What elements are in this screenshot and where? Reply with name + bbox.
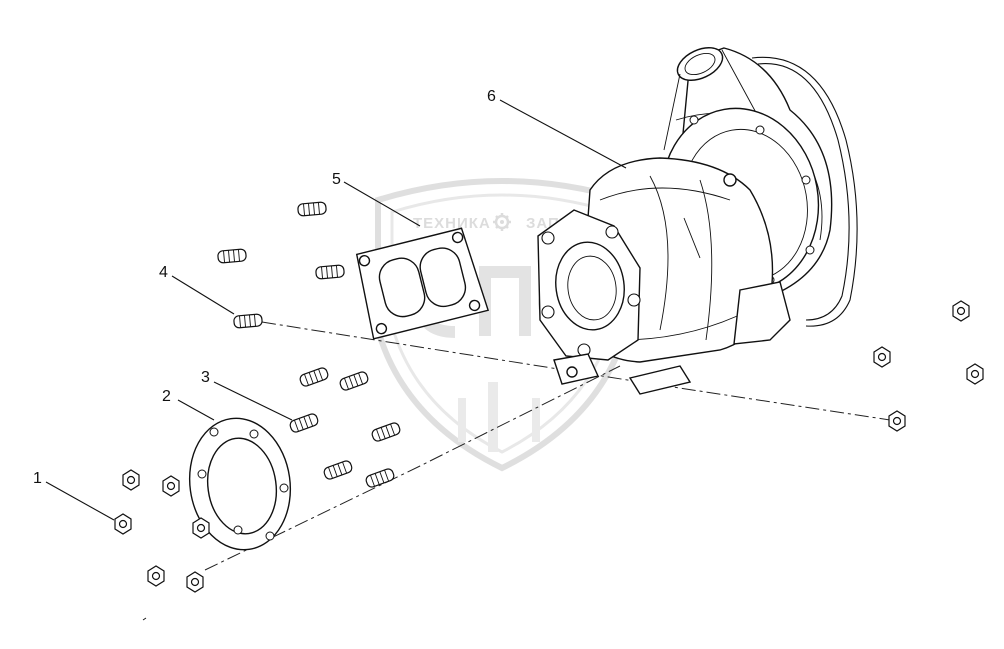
turbocharger — [537, 47, 858, 395]
watermark-wheat — [458, 382, 540, 452]
callout-1: 1 — [33, 470, 42, 487]
assembly-axes — [204, 321, 891, 571]
gasket-exhaust-flange — [188, 417, 292, 551]
callout-5: 5 — [332, 171, 341, 188]
leader-lines — [45, 99, 627, 521]
callout-3: 3 — [201, 369, 210, 386]
callout-2: 2 — [162, 388, 171, 405]
gear-icon — [493, 213, 511, 231]
callout-6: 6 — [487, 88, 496, 105]
watermark-left-word: ТЕХНИКА — [413, 215, 491, 232]
nuts — [114, 300, 984, 593]
callout-4: 4 — [159, 264, 168, 281]
stray-mark — [142, 617, 147, 621]
studs — [217, 201, 401, 488]
gasket-turbine-inlet — [355, 227, 490, 340]
callout-labels: 1 2 3 4 5 6 — [33, 88, 496, 487]
